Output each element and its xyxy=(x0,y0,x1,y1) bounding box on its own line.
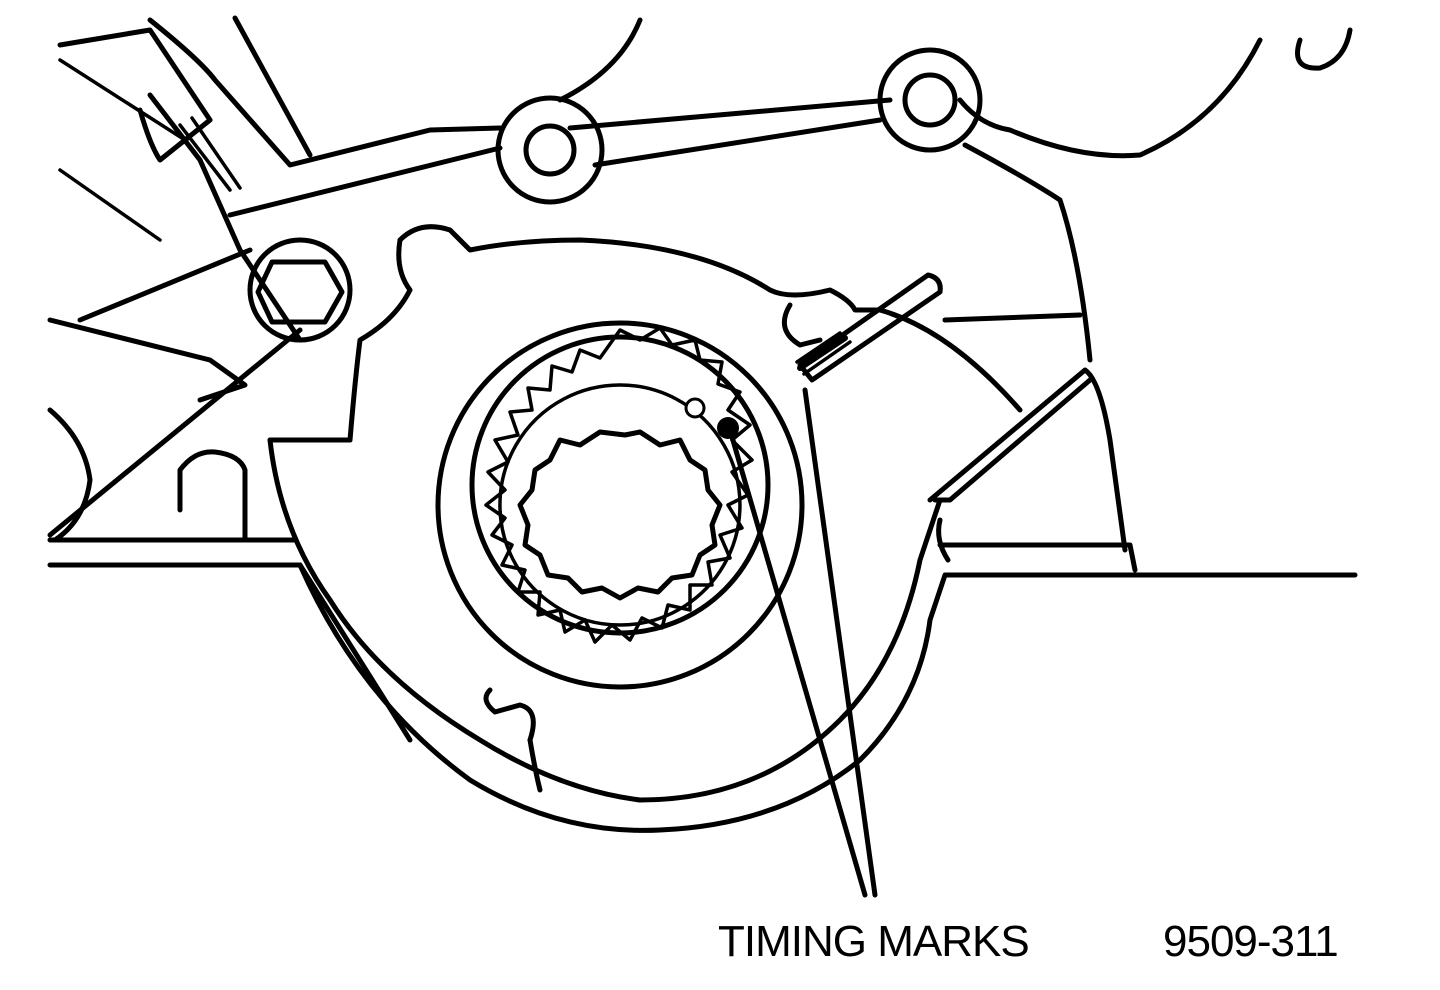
idler-bolt-center xyxy=(495,95,605,205)
engine-block-upper xyxy=(147,15,1353,363)
crankshaft-sprocket xyxy=(435,320,805,690)
sprocket-timing-mark xyxy=(717,417,739,439)
oil-pump-housing xyxy=(47,224,1358,833)
timing-marks-label: TIMING MARKS xyxy=(718,917,1030,966)
figure-number: 9509-311 xyxy=(1163,917,1339,966)
hex-bolt xyxy=(247,237,353,343)
timing-marks-leader-lines xyxy=(727,387,878,898)
idler-bolt-right xyxy=(877,47,983,153)
left-bracket xyxy=(47,27,303,543)
timing-pointer-pin xyxy=(795,272,943,383)
